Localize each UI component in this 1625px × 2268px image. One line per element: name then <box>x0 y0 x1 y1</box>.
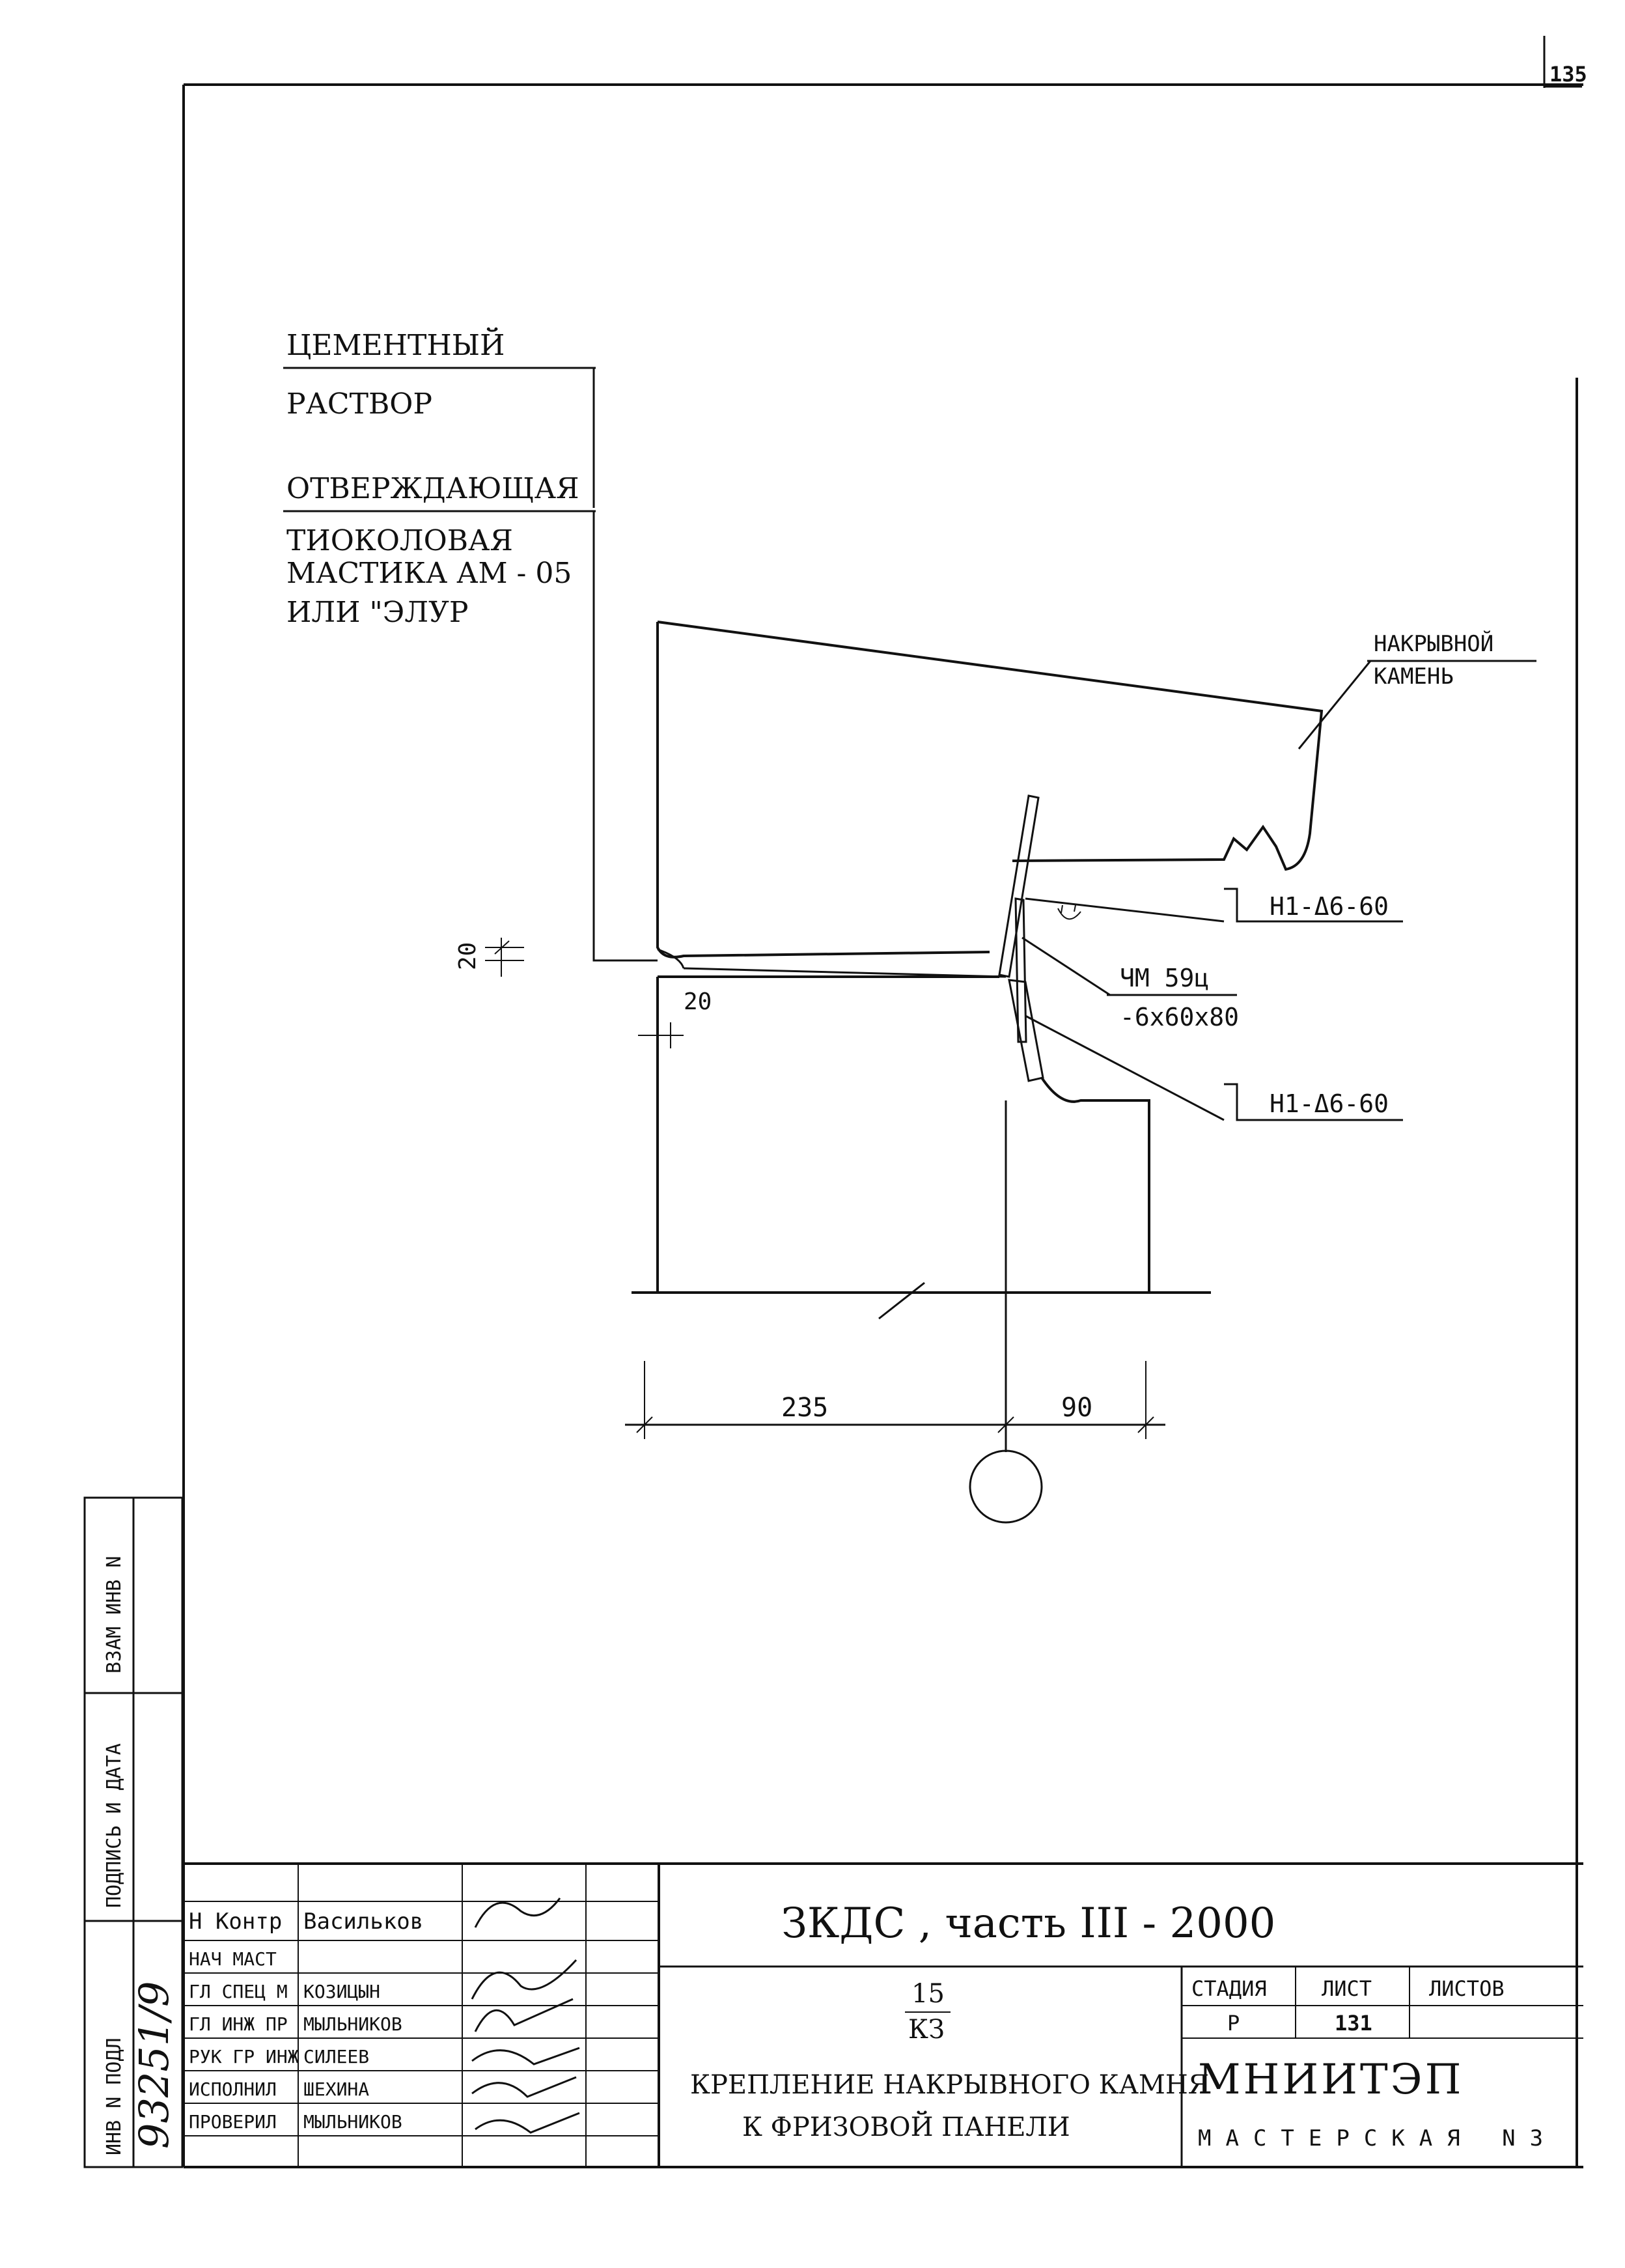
side-stamp-column: ВЗАМ ИНВ N ПОДПИСЬ И ДАТА ИНВ N ПОДЛ 932… <box>83 1496 184 2168</box>
dimension-left: 235 <box>781 1393 828 1423</box>
joint-bottom-line <box>683 967 1007 978</box>
stone-label-1: НАКРЫВНОЙ <box>1374 630 1493 657</box>
plate-size: -6х60х80 <box>1120 1003 1239 1031</box>
sign-date-label: ПОДПИСЬ И ДАТА <box>103 1743 126 1908</box>
anchor-top-shelf <box>1224 888 1403 923</box>
title-block-name-0: Васильков <box>303 1909 423 1935</box>
inv-podl-label: ИНВ N ПОДЛ <box>103 2037 126 2155</box>
cap-stone <box>656 621 1324 959</box>
title-block-role-6: ПРОВЕРИЛ <box>189 2111 277 2133</box>
sheet-value: 131 <box>1335 2011 1372 2036</box>
mortar-joint-curve <box>657 948 685 969</box>
break-mark <box>878 1281 925 1320</box>
signature-4 <box>471 2047 580 2065</box>
signature-2 <box>471 1959 577 2000</box>
title-block-role-2: ГЛ СПЕЦ М <box>189 1981 288 2002</box>
plate-leader <box>1021 936 1111 996</box>
anchor-top-label: Н1-Δ6-60 <box>1270 892 1389 921</box>
steel-plate <box>1014 897 1027 1043</box>
bottom-dimension-chain: 235 90 <box>625 1361 1165 1439</box>
title-block-name-6: МЫЛЬНИКОВ <box>303 2111 402 2133</box>
sheets-label: ЛИСТОВ <box>1429 1976 1505 2001</box>
legend-line-6: ИЛИ "ЭЛУР <box>286 596 468 629</box>
legend-line-3: ОТВЕРЖДАЮЩАЯ <box>286 472 579 505</box>
legend-line-1: ЦЕМЕНТНЫЙ <box>286 327 505 362</box>
title-block-role-4: РУК ГР ИНЖ <box>189 2046 299 2067</box>
joint-width-value: 20 <box>684 988 712 1015</box>
joint-height-dimension: 20 <box>454 938 524 977</box>
anchor-bottom-leader <box>1025 1015 1225 1121</box>
stone-leader <box>1298 660 1372 749</box>
anchor-top-leader <box>1025 897 1225 923</box>
title-block-name-3: МЫЛЬНИКОВ <box>303 2013 402 2035</box>
org-unit: МАСТЕРСКАЯ N3 <box>1198 2125 1557 2151</box>
weld-mark <box>1057 904 1081 920</box>
legend-line-4: ТИОКОЛОВАЯ <box>286 524 513 557</box>
vzam-inv-label: ВЗАМ ИНВ N <box>103 1556 126 1673</box>
lower-anchor-plate <box>1008 979 1044 1082</box>
sheet-label: ЛИСТ <box>1322 1976 1372 2001</box>
signature-6 <box>475 2112 580 2134</box>
anchor-bottom-label: Н1-Δ6-60 <box>1270 1089 1389 1118</box>
inventory-number: 93251/9 <box>130 1981 178 2149</box>
page-number: 135 <box>1549 62 1587 87</box>
legend-line-2: РАСТВОР <box>286 387 432 421</box>
anchor-bottom-shelf <box>1224 1083 1403 1121</box>
signature-1 <box>474 1897 561 1928</box>
drawing-title-line-2: К ФРИЗОВОЙ ПАНЕЛИ <box>742 2111 1070 2142</box>
title-block-name-2: КОЗИЦЫН <box>303 1981 380 2002</box>
legend-line-5: МАСТИКА АМ - 05 <box>286 557 572 590</box>
frieze-panel <box>656 975 1150 1293</box>
stage-value: Р <box>1227 2011 1240 2036</box>
sheet-code-top: 15 <box>911 1979 945 2009</box>
legend: ЦЕМЕНТНЫЙ РАСТВОР ОТВЕРЖДАЮЩАЯ ТИОКОЛОВА… <box>283 327 596 629</box>
joint-width-dimension: 20 <box>638 988 712 1048</box>
title-block-name-4: СИЛЕЕВ <box>303 2046 369 2067</box>
joint-height-value: 20 <box>454 942 481 970</box>
signature-3 <box>474 1998 574 2032</box>
project-title: ЗКДС , часть III - 2000 <box>781 1899 1275 1948</box>
stone-label-2: КАМЕНЬ <box>1374 664 1454 690</box>
title-block: ЗКДС , часть III - 2000 15 КЗ КРЕПЛЕНИЕ … <box>184 1862 1583 2167</box>
stage-label: СТАДИЯ <box>1191 1976 1267 2001</box>
signature-5 <box>471 2076 577 2098</box>
upper-anchor-plate <box>998 794 1040 978</box>
sheet-code-bottom: КЗ <box>908 2015 945 2045</box>
axis-bubble <box>969 1449 1043 1524</box>
dimension-right: 90 <box>1061 1393 1092 1423</box>
legend-leader-line <box>592 511 658 962</box>
title-block-role-5: ИСПОЛНИЛ <box>189 2079 277 2100</box>
title-block-name-5: ШЕХИНА <box>303 2079 369 2100</box>
title-block-role-1: НАЧ МАСТ <box>189 1948 277 1970</box>
drawing-title-line-1: КРЕПЛЕНИЕ НАКРЫВНОГО КАМНЯ <box>690 2070 1209 2100</box>
title-block-role-0: Н Контр <box>189 1909 282 1935</box>
title-block-role-3: ГЛ ИНЖ ПР <box>189 2013 288 2035</box>
org-name: МНИИТЭП <box>1198 2056 1464 2104</box>
plate-mark: ЧМ 59ц <box>1120 964 1209 992</box>
